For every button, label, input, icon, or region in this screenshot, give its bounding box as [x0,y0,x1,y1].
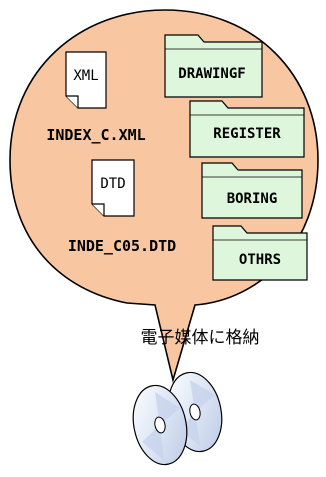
folder-label-drawingf: DRAWINGF [178,66,245,82]
xml-filename: INDEX_C.XML [46,126,145,144]
dtd-document-icon: DTD [91,159,135,217]
folder-drawingf: DRAWINGF [164,34,263,98]
dtd-badge: DTD [100,176,125,192]
dtd-filename: INDE_C05.DTD [68,237,176,255]
folder-icon [212,225,308,281]
folder-boring: BORING [201,162,303,219]
folder-label-boring: BORING [227,191,278,207]
folder-label-register: REGISTER [213,126,281,142]
folder-register: REGISTER [189,100,305,158]
folder-icon [164,34,263,98]
folder-othrs: OTHRS [212,225,308,281]
cd-disc-icon [132,371,223,466]
xml-document-icon: XML [65,51,107,109]
folder-label-othrs: OTHRS [239,252,281,268]
storage-caption: 電子媒体に格納 [141,328,260,348]
xml-badge: XML [73,68,98,84]
